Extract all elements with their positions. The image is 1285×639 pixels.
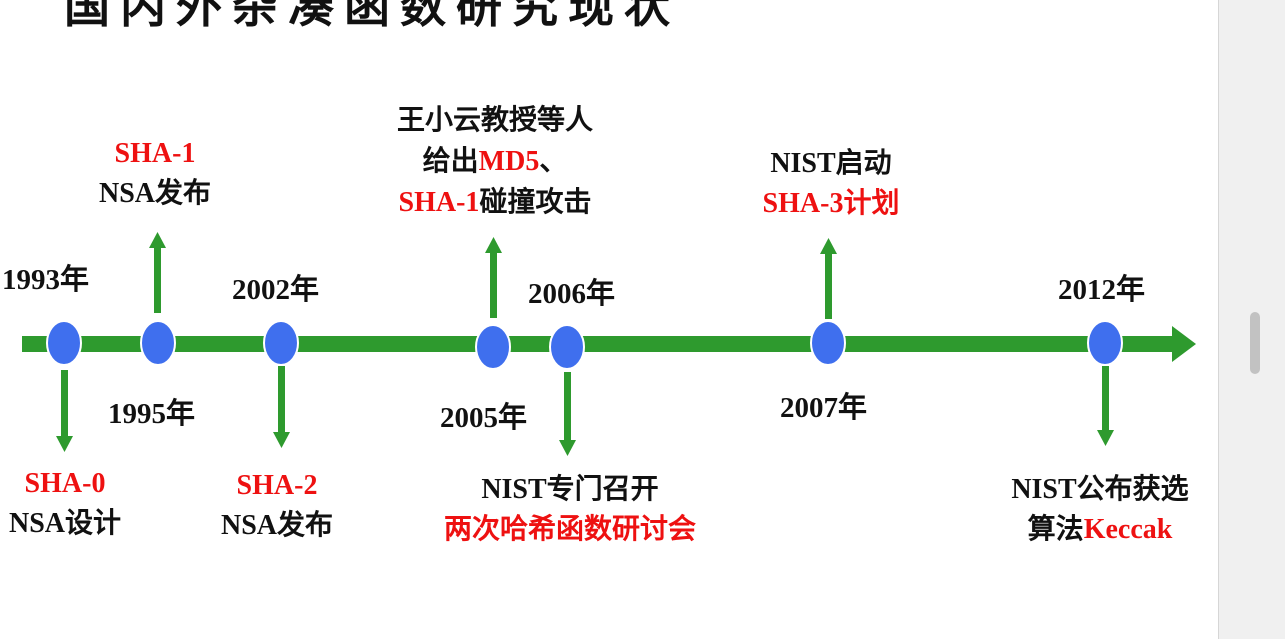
timeline-axis bbox=[22, 326, 1196, 362]
event-keccak-name: Keccak bbox=[1083, 514, 1173, 545]
event-attack-line1: 王小云教授等人 bbox=[396, 105, 593, 136]
event-sha0: SHA-0 NSA设计 bbox=[0, 464, 140, 544]
event-sha0-desc: NSA设计 bbox=[8, 508, 121, 539]
node-2005 bbox=[475, 324, 511, 370]
event-keccak-line1: NIST公布获选 bbox=[1011, 474, 1189, 505]
node-2012 bbox=[1087, 320, 1123, 366]
event-attack-line2c: 、 bbox=[539, 146, 568, 177]
node-2002 bbox=[263, 320, 299, 366]
axis-arrowhead bbox=[1172, 326, 1196, 362]
event-keccak-line2: 算法Keccak bbox=[984, 510, 1216, 550]
event-attack-line3: SHA-1碰撞攻击 bbox=[360, 182, 630, 223]
year-2005: 2005年 bbox=[440, 402, 528, 434]
scrollbar-thumb[interactable] bbox=[1250, 312, 1260, 374]
event-attack-line2: 给出MD5、 bbox=[360, 141, 630, 182]
event-sha2-desc: NSA发布 bbox=[220, 510, 333, 541]
event-sha1-desc: NSA发布 bbox=[98, 178, 211, 209]
node-2006 bbox=[549, 324, 585, 370]
arrow-down-2012 bbox=[1097, 366, 1114, 446]
node-1995 bbox=[140, 320, 176, 366]
event-keccak-line2a: 算法 bbox=[1027, 514, 1084, 545]
event-attack-md5: MD5 bbox=[478, 146, 540, 177]
year-2012: 2012年 bbox=[1058, 274, 1146, 306]
arrow-up-2005 bbox=[485, 237, 502, 318]
event-attack-sha1: SHA-1 bbox=[398, 187, 480, 218]
event-sha0-name: SHA-0 bbox=[24, 468, 106, 499]
node-1993 bbox=[46, 320, 82, 366]
event-attack-line2a: 给出 bbox=[422, 146, 479, 177]
timeline-graphic bbox=[22, 232, 1196, 456]
slide-canvas: 国内外杂凑函数研究现状 bbox=[0, 0, 1218, 639]
event-sha2: SHA-2 NSA发布 bbox=[202, 466, 352, 546]
event-attack-line3b: 碰撞攻击 bbox=[479, 187, 592, 218]
event-sha3-line1: NIST启动 bbox=[770, 148, 892, 179]
event-nist-workshop-line1: NIST专门召开 bbox=[481, 474, 659, 505]
event-collision-attack: 王小云教授等人 给出MD5、 SHA-1碰撞攻击 bbox=[360, 100, 630, 223]
event-sha3-line2: SHA-3计划 bbox=[762, 188, 900, 219]
year-2002: 2002年 bbox=[232, 274, 320, 306]
event-sha3-plan: NIST启动 SHA-3计划 bbox=[736, 144, 926, 224]
arrow-down-2002 bbox=[273, 366, 290, 448]
event-keccak: NIST公布获选 算法Keccak bbox=[984, 470, 1216, 550]
year-2006: 2006年 bbox=[528, 278, 616, 310]
arrow-up-1995 bbox=[149, 232, 166, 313]
event-nist-workshop: NIST专门召开 两次哈希函数研讨会 bbox=[410, 470, 730, 550]
node-2007 bbox=[810, 320, 846, 366]
slide-title: 国内外杂凑函数研究现状 bbox=[64, 0, 680, 33]
vertical-scrollbar[interactable] bbox=[1218, 0, 1285, 639]
event-sha2-name: SHA-2 bbox=[236, 470, 318, 501]
arrow-up-2007 bbox=[820, 238, 837, 319]
year-2007: 2007年 bbox=[780, 392, 868, 424]
year-1995: 1995年 bbox=[108, 398, 196, 430]
event-nist-workshop-line2: 两次哈希函数研讨会 bbox=[443, 514, 696, 545]
year-1993: 1993年 bbox=[2, 264, 90, 296]
arrow-down-2006 bbox=[559, 372, 576, 456]
event-sha1-name: SHA-1 bbox=[114, 138, 196, 169]
arrow-down-1993 bbox=[56, 370, 73, 452]
event-sha1: SHA-1 NSA发布 bbox=[80, 134, 230, 214]
